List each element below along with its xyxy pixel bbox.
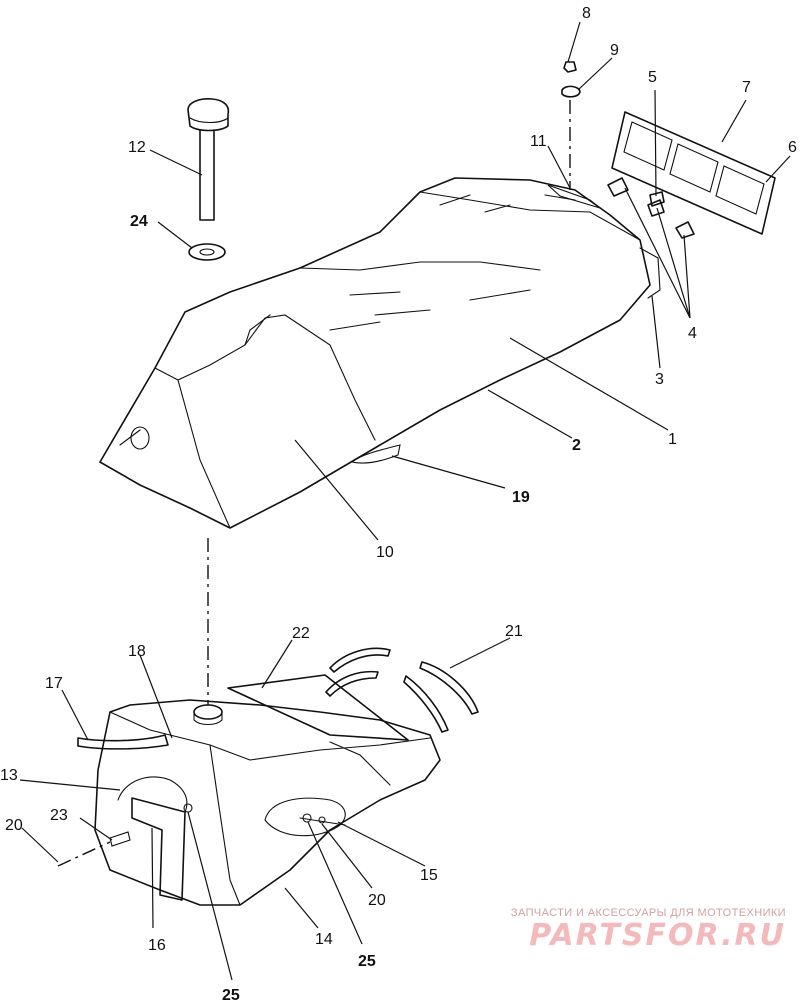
screw-4a — [607, 177, 629, 197]
screw-5 — [649, 191, 665, 207]
callout-7: 7 — [742, 79, 751, 96]
hose-17 — [77, 734, 169, 750]
shield-22 — [227, 674, 409, 741]
fuel-cap-knob — [187, 98, 230, 132]
fuel-cap-stem — [199, 129, 215, 221]
fuel-tank — [94, 699, 441, 906]
callout-5: 5 — [648, 69, 657, 86]
strap-21c — [419, 661, 479, 715]
gauge-cutout-13 — [117, 776, 188, 813]
callout-4: 4 — [688, 325, 697, 342]
petcock-recess — [264, 797, 346, 837]
callout-23: 23 — [50, 807, 68, 824]
fitting-23 — [109, 831, 131, 847]
callout-1: 1 — [668, 431, 677, 448]
watermark-logo: PARTSFOR.RU — [529, 918, 786, 953]
callout-8: 8 — [582, 5, 591, 22]
washer-9 — [561, 85, 581, 98]
strap-21d — [403, 675, 449, 733]
callout-11: 11 — [530, 133, 547, 150]
callout-17: 17 — [45, 675, 63, 692]
clamp-25b — [302, 813, 312, 823]
callout-6: 6 — [788, 139, 797, 156]
hardware-top-right — [561, 61, 776, 239]
screw-4b — [647, 199, 665, 217]
washer-24 — [188, 243, 226, 261]
watermark: ЗАПЧАСТИ И АКСЕССУАРЫ ДЛЯ МОТОТЕХНИКИ PA… — [466, 907, 786, 953]
callout-2: 2 — [572, 437, 581, 454]
callout-9: 9 — [610, 42, 619, 59]
callout-21: 21 — [505, 623, 523, 640]
callout-24: 24 — [130, 213, 148, 230]
screw-4c — [675, 221, 695, 239]
leader-lines — [19, 21, 791, 981]
callout-20-right: 20 — [368, 892, 386, 909]
callout-10: 10 — [376, 544, 394, 561]
callout-19: 19 — [512, 489, 530, 506]
callout-25-right: 25 — [358, 953, 376, 970]
plate-6 — [611, 111, 776, 235]
seat-assembly — [99, 177, 661, 529]
strap-21b — [325, 670, 379, 697]
callout-16: 16 — [148, 937, 166, 954]
callout-12: 12 — [128, 139, 146, 156]
watermark-caption: ЗАПЧАСТИ И АКСЕССУАРЫ ДЛЯ МОТОТЕХНИКИ — [510, 907, 786, 919]
callout-18: 18 — [128, 643, 146, 660]
callout-20-left: 20 — [5, 817, 23, 834]
bracket-16 — [131, 797, 186, 901]
callout-13: 13 — [0, 767, 18, 784]
seat-hinge-19 — [350, 444, 401, 464]
tank-neck — [193, 704, 223, 720]
nut-8 — [563, 61, 577, 73]
callout-25-bottom: 25 — [222, 987, 240, 1003]
fuel-tank-assembly — [57, 647, 479, 906]
fuel-cap-assembly — [187, 98, 230, 261]
seat-side-hole — [130, 426, 150, 450]
fuel-line-15 — [299, 817, 346, 826]
seat-strap-11 — [547, 184, 601, 209]
seat-cover — [99, 177, 651, 529]
clamp-25a — [183, 803, 193, 813]
callout-14: 14 — [315, 931, 333, 948]
callout-22: 22 — [292, 625, 310, 642]
clamp-20b — [318, 816, 326, 824]
strap-21a — [329, 647, 391, 673]
line-20a — [57, 841, 111, 867]
seat-trim-3 — [639, 247, 661, 299]
callout-labels: 1 2 3 4 5 6 7 8 9 10 11 12 13 14 15 16 1… — [0, 5, 797, 1003]
callout-3: 3 — [655, 371, 664, 388]
callout-15: 15 — [420, 867, 438, 884]
